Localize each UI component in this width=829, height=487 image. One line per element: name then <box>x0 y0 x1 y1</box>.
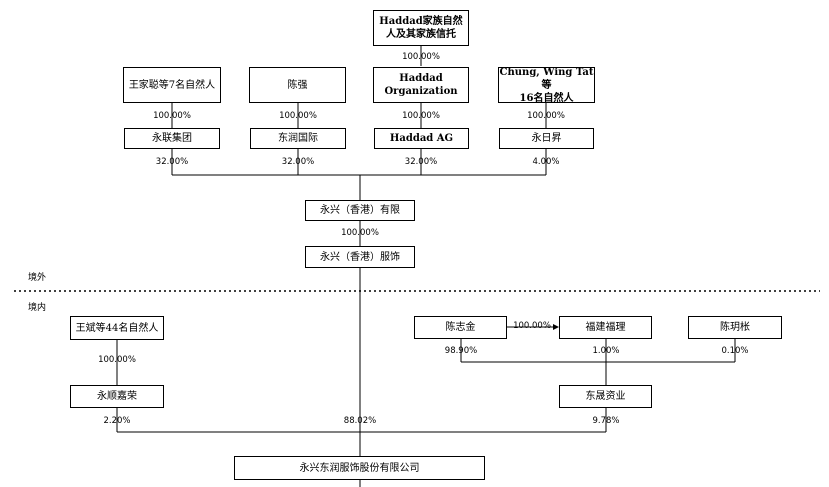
pct-yongrisheng-to-hk: 4.00% <box>532 157 560 167</box>
pct-dongsheng-to-company: 9.78% <box>592 416 620 426</box>
yongxing-hk-ltd-node: 永兴（香港）有限 <box>305 200 415 221</box>
chen-yuechen-node: 陈玥枨 <box>688 316 782 339</box>
pct-dongrun-to-hk: 32.00% <box>281 157 315 167</box>
pct-wang-to-yonglian: 100.00% <box>153 111 191 121</box>
pct-yonglian-to-hk: 32.00% <box>155 157 189 167</box>
pct-chenyuechen-to-dongsheng: 0.10% <box>721 346 749 356</box>
pct-chenzhijin-to-dongsheng: 98.90% <box>444 346 478 356</box>
pct-fuli-to-dongsheng: 1.00% <box>592 346 620 356</box>
yongrisheng-node: 永日昇 <box>499 128 594 149</box>
haddad-family-node: Haddad家族自然 人及其家族信托 <box>373 10 469 46</box>
pct-haddad-family-to-org: 100.00% <box>402 52 440 62</box>
wang-jiacong-node: 王家聪等7名自然人 <box>123 67 221 103</box>
pct-ag-to-hk: 32.00% <box>404 157 438 167</box>
pct-org-to-ag: 100.00% <box>402 111 440 121</box>
pct-wangbin-to-yongshun: 100.00% <box>98 355 136 365</box>
pct-hk-to-apparel: 100.00% <box>341 228 379 238</box>
pct-chung-to-yongrisheng: 100.00% <box>527 111 565 121</box>
dongrun-international-node: 东润国际 <box>250 128 346 149</box>
yonglian-group-node: 永联集团 <box>124 128 220 149</box>
wang-bin-node: 王斌等44名自然人 <box>70 316 164 340</box>
haddad-organization-node: Haddad Organization <box>373 67 469 103</box>
pct-yongshun-to-company: 2.20% <box>103 416 131 426</box>
fujian-fuli-node: 福建福理 <box>559 316 652 339</box>
yongxing-hk-apparel-node: 永兴（香港）服饰 <box>305 246 415 268</box>
pct-apparel-to-company: 88.02% <box>343 416 377 426</box>
haddad-ag-node: Haddad AG <box>374 128 469 149</box>
dongsheng-ziye-node: 东晟资业 <box>559 385 652 408</box>
chen-zhijin-node: 陈志金 <box>414 316 507 339</box>
pct-chenzhijin-to-fuli: 100.00% <box>513 321 551 331</box>
region-overseas-label: 境外 <box>28 273 47 283</box>
chung-wing-tat-node: Chung, Wing Tat等 16名自然人 <box>498 66 595 104</box>
yongxing-dongrun-company-node: 永兴东润服饰股份有限公司 <box>234 456 485 480</box>
pct-chen-to-dongrun: 100.00% <box>279 111 317 121</box>
yongshun-jiarong-node: 永顺嘉荣 <box>70 385 164 408</box>
region-domestic-label: 境内 <box>28 303 47 313</box>
chen-qiang-node: 陈强 <box>249 67 346 103</box>
